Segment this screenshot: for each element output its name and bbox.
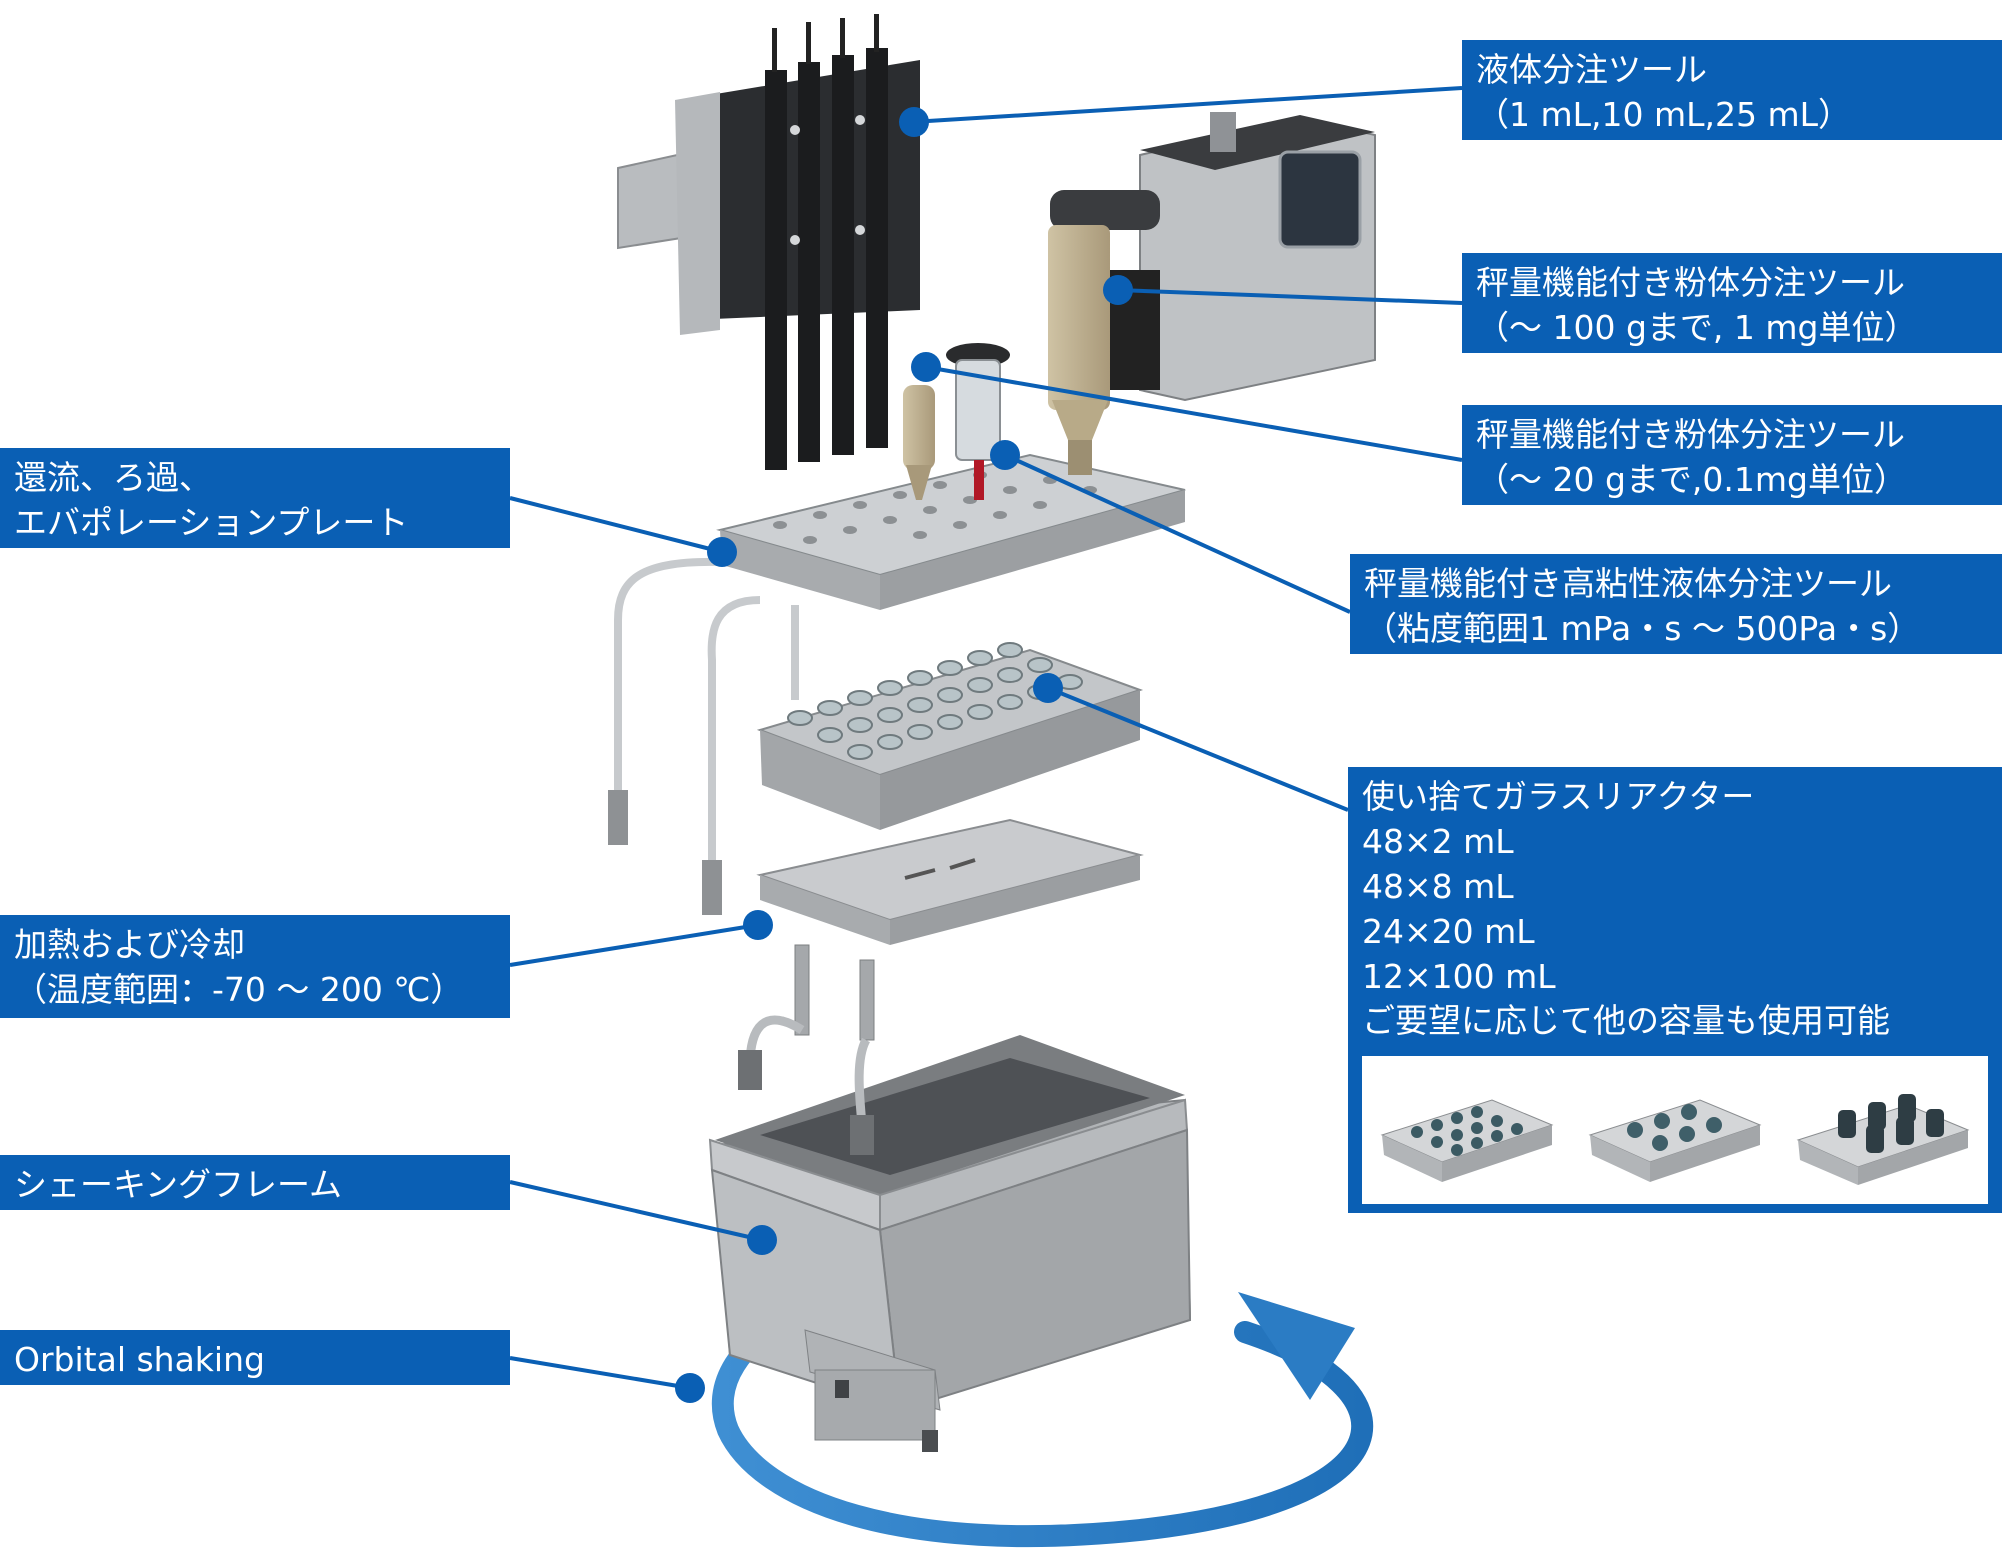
label-line: 48×8 mL <box>1362 866 1514 906</box>
orbital-arrow <box>711 1301 1373 1548</box>
label-powder-tool-20g: 秤量機能付き粉体分注ツール （～ 20 gまで,0.1mg単位） <box>1462 405 2002 505</box>
orbital-arrow-head <box>1238 1292 1355 1400</box>
liquid-dispenser-illustration <box>617 14 920 470</box>
label-shaking-frame: シェーキングフレーム <box>0 1155 510 1210</box>
heating-plate-illustration <box>738 818 1144 1155</box>
leader-dots <box>675 107 1133 1403</box>
shaking-frame-illustration <box>708 1035 1192 1452</box>
reactor-block-24-thumbnail <box>1588 1099 1762 1183</box>
label-heating-cooling: 加熱および冷却 （温度範囲：-70 ～ 200 ℃） <box>0 915 510 1018</box>
label-viscous-liquid-tool: 秤量機能付き高粘性液体分注ツール （粘度範囲1 mPa・s ～ 500Pa・s） <box>1350 554 2002 654</box>
label-line: （温度範囲：-70 ～ 200 ℃） <box>14 969 464 1009</box>
label-line: シェーキングフレーム <box>14 1165 343 1204</box>
powder-dispenser-large-illustration <box>1048 112 1376 475</box>
label-line: 使い捨てガラスリアクター <box>1362 777 1755 816</box>
label-line: 還流、ろ過、 <box>14 458 212 497</box>
label-line: 秤量機能付き粉体分注ツール <box>1476 263 1905 302</box>
reactor-thumbnails <box>1362 1056 1988 1205</box>
label-line: 秤量機能付き粉体分注ツール <box>1476 415 1905 454</box>
reflux-plate-illustration <box>716 453 1186 610</box>
reactor-block-illustration <box>756 642 1144 830</box>
label-reflux-evaporation-plate: 還流、ろ過、 エバポレーションプレート <box>0 448 510 548</box>
reactor-block-48-thumbnail <box>1380 1099 1554 1183</box>
label-line: 12×100 mL <box>1362 956 1556 996</box>
label-line: 24×20 mL <box>1362 911 1535 951</box>
label-line: 加熱および冷却 <box>14 925 245 964</box>
label-line: 48×2 mL <box>1362 821 1514 861</box>
label-line: （～ 20 gまで,0.1mg単位） <box>1476 459 1907 499</box>
label-line: Orbital shaking <box>14 1340 265 1379</box>
label-glass-reactors: 使い捨てガラスリアクター 48×2 mL 48×8 mL 24×20 mL 12… <box>1348 767 2002 1213</box>
reactor-block-12-thumbnail <box>1796 1094 1970 1186</box>
label-powder-tool-100g: 秤量機能付き粉体分注ツール （～ 100 gまで, 1 mg単位） <box>1462 253 2002 353</box>
label-line: ご要望に応じて他の容量も使用可能 <box>1362 1001 1890 1041</box>
label-line: 液体分注ツール <box>1476 50 1707 89</box>
label-line: （～ 100 gまで, 1 mg単位） <box>1476 307 1918 347</box>
leader-lines <box>509 86 1463 1390</box>
powder-dispenser-small-illustration <box>903 343 1010 500</box>
label-line: （1 mL,10 mL,25 mL） <box>1476 94 1852 134</box>
label-line: 秤量機能付き高粘性液体分注ツール <box>1364 564 1892 603</box>
label-orbital-shaking: Orbital shaking <box>0 1330 510 1385</box>
label-line: （粘度範囲1 mPa・s ～ 500Pa・s） <box>1364 608 1921 648</box>
tubing-illustration <box>614 557 799 860</box>
label-line: エバポレーションプレート <box>14 502 409 542</box>
label-liquid-dispensing-tool: 液体分注ツール （1 mL,10 mL,25 mL） <box>1462 40 2002 140</box>
